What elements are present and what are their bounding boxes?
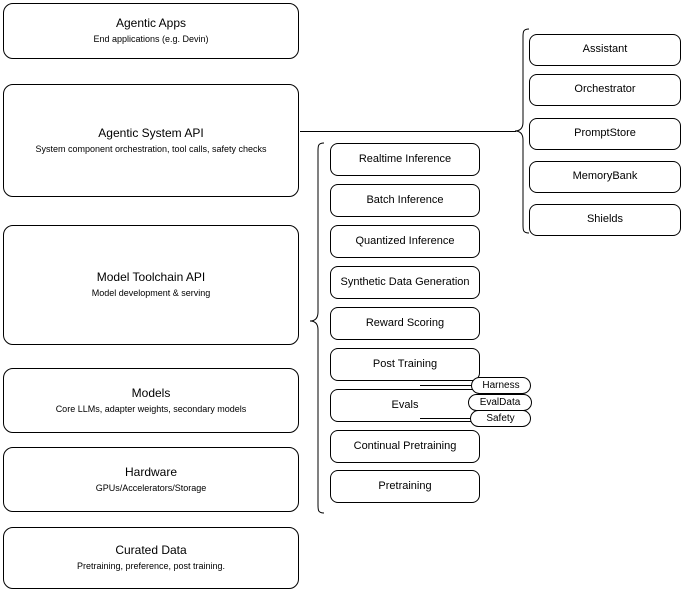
layer-title: Model Toolchain API: [96, 270, 206, 285]
capability-box-continual-pretraining[interactable]: Continual Pretraining: [330, 430, 480, 463]
layer-subtitle: Pretraining, preference, post training.: [76, 561, 226, 572]
component-box-orchestrator[interactable]: Orchestrator: [529, 74, 681, 106]
layer-subtitle: GPUs/Accelerators/Storage: [95, 482, 207, 493]
capability-title: Synthetic Data Generation: [340, 275, 470, 288]
component-box-shields[interactable]: Shields: [529, 204, 681, 236]
capability-title: Pretraining: [378, 479, 432, 492]
layer-box-model-toolchain-api[interactable]: Model Toolchain API Model development & …: [3, 225, 299, 345]
layer-subtitle: System component orchestration, tool cal…: [35, 143, 267, 154]
layer-subtitle: Core LLMs, adapter weights, secondary mo…: [55, 403, 247, 414]
capability-title: Continual Pretraining: [353, 439, 457, 452]
evals-badge-safety[interactable]: Safety: [470, 410, 531, 427]
capability-box-synthetic-data-generation[interactable]: Synthetic Data Generation: [330, 266, 480, 299]
capability-title: Post Training: [372, 357, 438, 370]
component-title: Shields: [586, 213, 624, 226]
layer-box-models[interactable]: Models Core LLMs, adapter weights, secon…: [3, 368, 299, 433]
component-title: Assistant: [582, 43, 628, 56]
evals-badge-label: Safety: [486, 413, 515, 424]
capability-title: Quantized Inference: [355, 234, 455, 247]
capability-title: Batch Inference: [366, 193, 444, 206]
component-title: Orchestrator: [574, 83, 636, 96]
capability-title: Realtime Inference: [358, 152, 452, 165]
evals-badge-harness[interactable]: Harness: [471, 377, 531, 394]
layer-subtitle: Model development & serving: [91, 288, 211, 299]
capability-box-batch-inference[interactable]: Batch Inference: [330, 184, 480, 217]
capability-box-quantized-inference[interactable]: Quantized Inference: [330, 225, 480, 258]
component-box-memorybank[interactable]: MemoryBank: [529, 161, 681, 193]
layer-title: Agentic System API: [98, 125, 204, 140]
component-title: PromptStore: [574, 127, 636, 140]
layer-box-agentic-system-api[interactable]: Agentic System API System component orch…: [3, 84, 299, 197]
layer-title: Hardware: [124, 464, 178, 479]
evals-badge-label: EvalData: [479, 397, 521, 408]
layer-box-curated-data[interactable]: Curated Data Pretraining, preference, po…: [3, 527, 299, 589]
capability-box-reward-scoring[interactable]: Reward Scoring: [330, 307, 480, 340]
capability-title: Reward Scoring: [365, 316, 445, 329]
evals-badge-label: Harness: [482, 380, 520, 391]
evals-badge-evaldata[interactable]: EvalData: [468, 394, 532, 411]
capability-box-realtime-inference[interactable]: Realtime Inference: [330, 143, 480, 176]
layer-subtitle: End applications (e.g. Devin): [93, 34, 209, 45]
layer-box-agentic-apps[interactable]: Agentic Apps End applications (e.g. Devi…: [3, 3, 299, 59]
capability-box-post-training[interactable]: Post Training: [330, 348, 480, 381]
connector-agentic-system-api-to-components: [300, 131, 516, 132]
layer-box-hardware[interactable]: Hardware GPUs/Accelerators/Storage: [3, 447, 299, 512]
layer-title: Agentic Apps: [115, 16, 187, 31]
capability-box-evals[interactable]: Evals: [330, 389, 480, 422]
connector-evals-to-harness: [420, 385, 480, 386]
capability-box-pretraining[interactable]: Pretraining: [330, 470, 480, 503]
layer-title: Models: [131, 385, 171, 400]
connector-evals-to-safety: [420, 418, 480, 419]
layer-title: Curated Data: [115, 543, 187, 558]
component-box-assistant[interactable]: Assistant: [529, 34, 681, 66]
brace-model-toolchain-capabilities: [309, 142, 325, 514]
component-box-promptstore[interactable]: PromptStore: [529, 118, 681, 150]
brace-agentic-system-components: [514, 28, 530, 234]
component-title: MemoryBank: [572, 170, 638, 183]
capability-title: Evals: [391, 398, 419, 411]
